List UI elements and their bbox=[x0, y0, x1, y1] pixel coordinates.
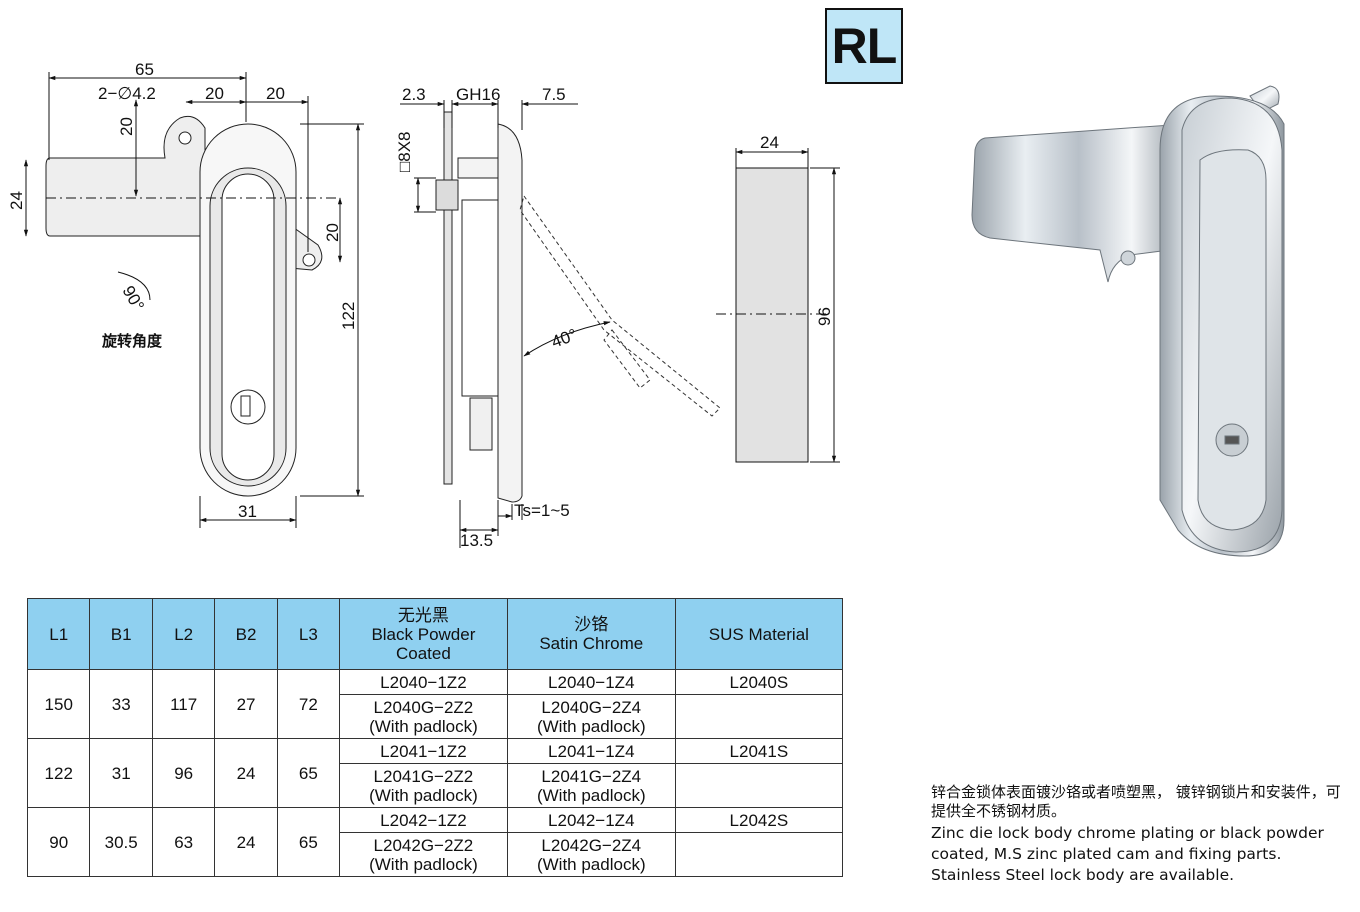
dim-2-3: 2.3 bbox=[402, 85, 426, 104]
dim-31: 31 bbox=[238, 502, 257, 521]
technical-drawing: 65 2−∅4.2 20 20 20 24 20 122 31 90° 旋转角度 bbox=[7, 60, 1285, 557]
dim-20-d: 20 bbox=[323, 223, 342, 242]
table-row: L2041G−2Z2(With padlock) L2041G−2Z4(With… bbox=[28, 763, 844, 808]
cell-black-padlock: L2040G−2Z2(With padlock) bbox=[338, 694, 508, 739]
cell-black-std: L2041−1Z2 bbox=[338, 738, 508, 764]
side-dimensions bbox=[400, 100, 611, 548]
col-black-powder: 无光黑 Black Powder Coated bbox=[338, 598, 508, 670]
cell-sus: L2042S bbox=[674, 807, 844, 833]
dim-ts: Ts=1~5 bbox=[514, 501, 570, 520]
cell-l1: 90 bbox=[26, 807, 91, 877]
col-l3: L3 bbox=[276, 598, 340, 670]
cell-l1: 122 bbox=[26, 738, 91, 808]
dim-65: 65 bbox=[135, 60, 154, 79]
dim-gh16: GH16 bbox=[456, 85, 500, 104]
dim-122: 122 bbox=[339, 302, 358, 330]
col-black-cn: 无光黑 bbox=[397, 605, 449, 625]
table-row: L2042G−2Z2(With padlock) L2042G−2Z4(With… bbox=[28, 832, 844, 877]
table-row: 122 31 96 24 65 L2041−1Z2 L2041−1Z4 L204… bbox=[26, 738, 844, 808]
cell-black-std: L2040−1Z2 bbox=[338, 669, 508, 695]
table-row: 150 33 117 27 72 L2040−1Z2 L2040−1Z4 L20… bbox=[26, 669, 844, 739]
col-b1: B1 bbox=[89, 598, 153, 670]
col-b2: B2 bbox=[214, 598, 278, 670]
cell-l2: 117 bbox=[151, 669, 216, 739]
table-row: L2040G−2Z2(With padlock) L2040G−2Z4(With… bbox=[28, 694, 844, 739]
dim-square-8x8: □8X8 bbox=[395, 131, 414, 172]
cell-l2: 96 bbox=[151, 738, 216, 808]
col-satin-en: Satin Chrome bbox=[539, 634, 644, 653]
cell-satin-std: L2040−1Z4 bbox=[506, 669, 676, 695]
material-note-en: Zinc die lock body chrome plating or bla… bbox=[931, 824, 1324, 884]
dim-rotation-angle: 90° bbox=[119, 283, 148, 315]
cell-b2: 27 bbox=[214, 669, 278, 739]
dim-40-degree: 40° bbox=[549, 325, 580, 352]
dim-13-5: 13.5 bbox=[460, 531, 493, 550]
cell-l3: 65 bbox=[276, 738, 340, 808]
material-note-cn: 锌合金锁体表面镀沙铬或者喷塑黑， 镀锌钢锁片和安装件，可提供全不锈钢材质。 bbox=[931, 783, 1341, 820]
front-view bbox=[45, 115, 323, 497]
cell-satin-padlock: L2040G−2Z4(With padlock) bbox=[506, 694, 676, 739]
series-badge: RL bbox=[825, 8, 903, 84]
cell-l2: 63 bbox=[151, 807, 216, 877]
front-dimensions bbox=[23, 72, 364, 528]
cell-sus-empty bbox=[674, 763, 844, 808]
dim-holes: 2−∅4.2 bbox=[98, 84, 156, 103]
cell-satin-padlock: L2042G−2Z4(With padlock) bbox=[506, 832, 676, 877]
col-black-en: Black Powder Coated bbox=[371, 624, 476, 663]
cell-black-std: L2042−1Z2 bbox=[338, 807, 508, 833]
cell-satin-std: L2042−1Z4 bbox=[506, 807, 676, 833]
cell-b2: 24 bbox=[214, 807, 278, 877]
spec-table: L1 B1 L2 B2 L3 无光黑 Black Powder Coated 沙… bbox=[26, 598, 844, 877]
rotation-label: 旋转角度 bbox=[101, 332, 163, 350]
side-view bbox=[435, 111, 523, 503]
dim-7-5: 7.5 bbox=[542, 85, 566, 104]
dim-24: 24 bbox=[7, 191, 26, 210]
cell-l3: 65 bbox=[276, 807, 340, 877]
cutout-view bbox=[716, 148, 840, 463]
cell-b1: 30.5 bbox=[89, 807, 153, 877]
cell-satin-padlock: L2041G−2Z4(With padlock) bbox=[506, 763, 676, 808]
cell-black-padlock: L2041G−2Z2(With padlock) bbox=[338, 763, 508, 808]
dim-20-a: 20 bbox=[205, 84, 224, 103]
dim-20-c: 20 bbox=[117, 117, 136, 136]
dim-20-b: 20 bbox=[266, 84, 285, 103]
product-photo bbox=[971, 85, 1285, 557]
table-row: 90 30.5 63 24 65 L2042−1Z2 L2042−1Z4 L20… bbox=[26, 807, 844, 877]
cell-l1: 150 bbox=[26, 669, 91, 739]
col-l1: L1 bbox=[26, 598, 91, 670]
col-l2: L2 bbox=[151, 598, 216, 670]
cell-sus: L2040S bbox=[674, 669, 844, 695]
cell-satin-std: L2041−1Z4 bbox=[506, 738, 676, 764]
table-header-row: L1 B1 L2 B2 L3 无光黑 Black Powder Coated 沙… bbox=[26, 598, 844, 670]
cell-sus-empty bbox=[674, 694, 844, 739]
cell-l3: 72 bbox=[276, 669, 340, 739]
side-open-position bbox=[519, 194, 721, 417]
cell-b1: 33 bbox=[89, 669, 153, 739]
material-note: 锌合金锁体表面镀沙铬或者喷塑黑， 镀锌钢锁片和安装件，可提供全不锈钢材质。 Zi… bbox=[931, 783, 1351, 886]
col-sus: SUS Material bbox=[674, 598, 844, 670]
cell-sus: L2041S bbox=[674, 738, 844, 764]
dim-cutout-96: 96 bbox=[815, 307, 834, 326]
col-satin-chrome: 沙铬 Satin Chrome bbox=[506, 598, 676, 670]
cell-black-padlock: L2042G−2Z2(With padlock) bbox=[338, 832, 508, 877]
cell-b2: 24 bbox=[214, 738, 278, 808]
dim-cutout-24: 24 bbox=[760, 133, 779, 152]
col-satin-cn: 沙铬 bbox=[574, 615, 609, 634]
cell-sus-empty bbox=[674, 832, 844, 877]
cell-b1: 31 bbox=[89, 738, 153, 808]
